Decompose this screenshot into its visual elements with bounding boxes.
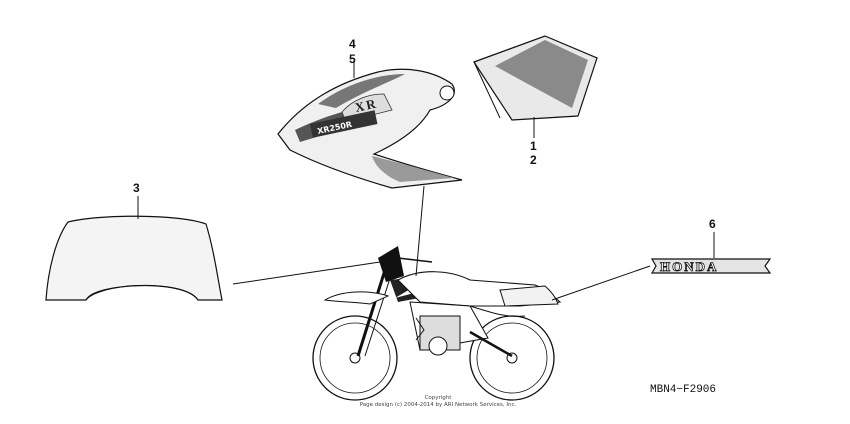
shroud-decal-text: XR [354,96,379,115]
callout-part2: 2 [530,153,537,167]
shroud-decal[interactable]: XR XR250R [277,68,463,189]
side-cover-decal[interactable] [473,35,598,121]
callout-part6: 6 [709,217,716,231]
leader-line-emblem [551,265,651,301]
diagram-code: MBN4−F2906 [650,384,716,396]
leader-line-shroud [415,185,425,277]
callout-part5: 5 [349,52,356,66]
tank-decal[interactable] [45,215,223,301]
callout-part3: 3 [133,181,140,195]
honda-emblem-text: HONDA [660,259,718,274]
copyright-line1: Copyright [425,395,453,401]
motorcycle-illustration [312,246,562,401]
leader-line-tank [232,261,381,285]
copyright-line2: Page design (c) 2004-2014 by ARI Network… [360,402,517,408]
callout-part4: 4 [349,37,356,51]
honda-emblem[interactable]: HONDA [650,258,772,274]
callout-part1: 1 [530,139,537,153]
